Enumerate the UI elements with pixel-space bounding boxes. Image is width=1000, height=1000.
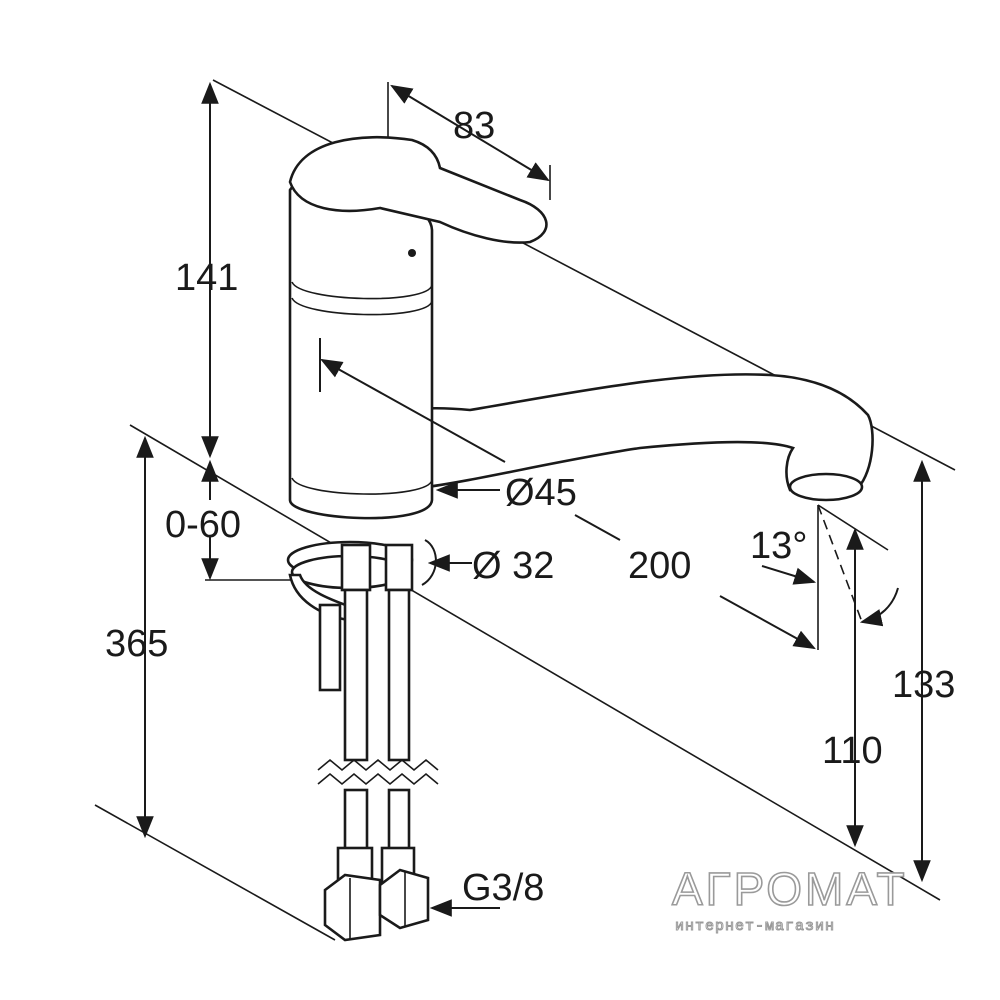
body-diameter-label: Ø45 xyxy=(505,472,577,514)
deck-thickness-label: 0-60 xyxy=(165,504,241,546)
dimension-lines xyxy=(136,81,931,917)
spout xyxy=(328,373,874,514)
watermark-brand: АГРОМАТ xyxy=(672,863,908,915)
spout-reach-label: 200 xyxy=(628,545,691,587)
indicator-dot xyxy=(408,249,416,257)
mount-assembly xyxy=(286,540,439,942)
watermark-tagline: интернет-магазин xyxy=(675,918,835,935)
spout-angle-label: 13° xyxy=(750,525,807,567)
faucet-body xyxy=(288,135,874,520)
handle-width-label: 83 xyxy=(453,105,495,147)
watermark: АГРОМАТ интернет-магазин xyxy=(671,862,908,935)
total-spout-height-label: 133 xyxy=(892,664,955,706)
mount-diameter-label: Ø 32 xyxy=(472,545,554,587)
lever-handle xyxy=(288,135,548,244)
aerator xyxy=(788,472,864,502)
connection-thread-label: G3/8 xyxy=(462,867,544,909)
body-height-label: 141 xyxy=(175,257,238,299)
column xyxy=(288,180,434,520)
spout-height-label: 110 xyxy=(822,730,883,772)
total-height-label: 365 xyxy=(105,623,168,665)
dimension-labels: 83 141 0-60 365 Ø45 Ø 32 200 13° 110 133… xyxy=(105,105,955,909)
